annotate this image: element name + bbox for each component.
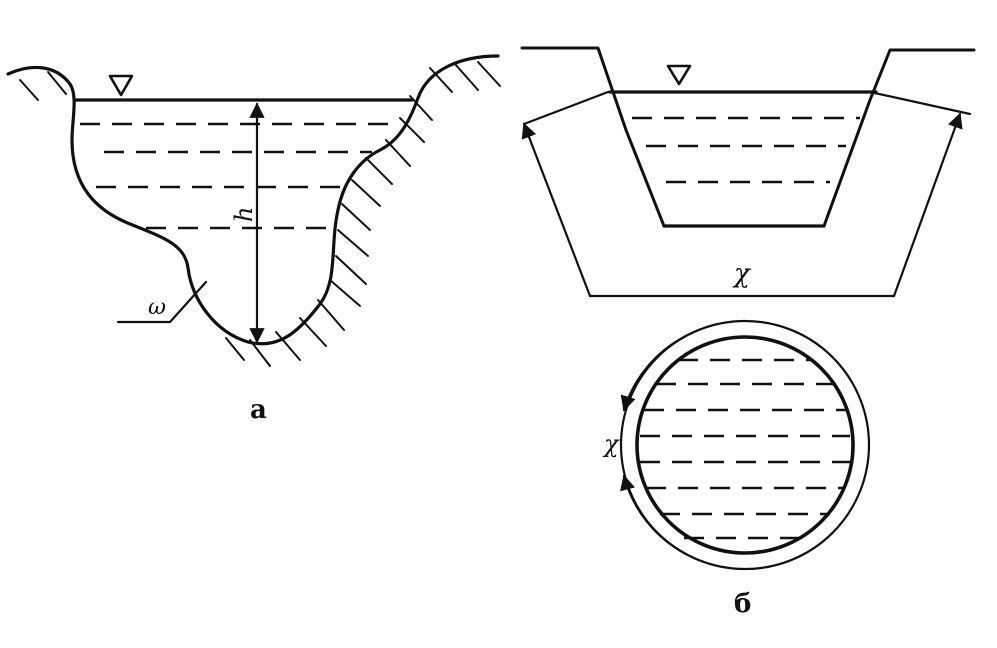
water-level-marker-a — [108, 74, 134, 97]
trapezoid-perimeter-dimension — [521, 90, 972, 298]
depth-label-h: h — [230, 207, 258, 222]
water-dashes-a — [80, 122, 392, 230]
water-dashes-pipe — [640, 358, 850, 540]
pipe-perimeter-label: χ — [602, 430, 620, 458]
water-dashes-b — [632, 116, 860, 184]
area-leader-line — [116, 280, 208, 324]
trapezoid-ground-left — [520, 46, 666, 228]
trapezoid-ground-right — [822, 48, 976, 228]
pipe-perimeter-arrow-lower — [620, 474, 688, 556]
panel-b: χ χ б — [520, 46, 976, 619]
trapezoid-perimeter-label: χ — [732, 259, 752, 289]
bed-hatching-a — [19, 61, 501, 367]
area-label-omega: ω — [148, 295, 166, 320]
channel-bed-a — [6, 54, 500, 346]
pipe-wall — [635, 335, 855, 555]
pipe-outer-perimeter — [619, 319, 871, 571]
panel-a: h ω а — [6, 54, 501, 425]
caption-a: а — [250, 395, 267, 425]
water-level-marker-b — [666, 64, 692, 86]
pipe-perimeter-arrow-upper — [620, 334, 688, 412]
caption-b: б — [734, 589, 751, 619]
